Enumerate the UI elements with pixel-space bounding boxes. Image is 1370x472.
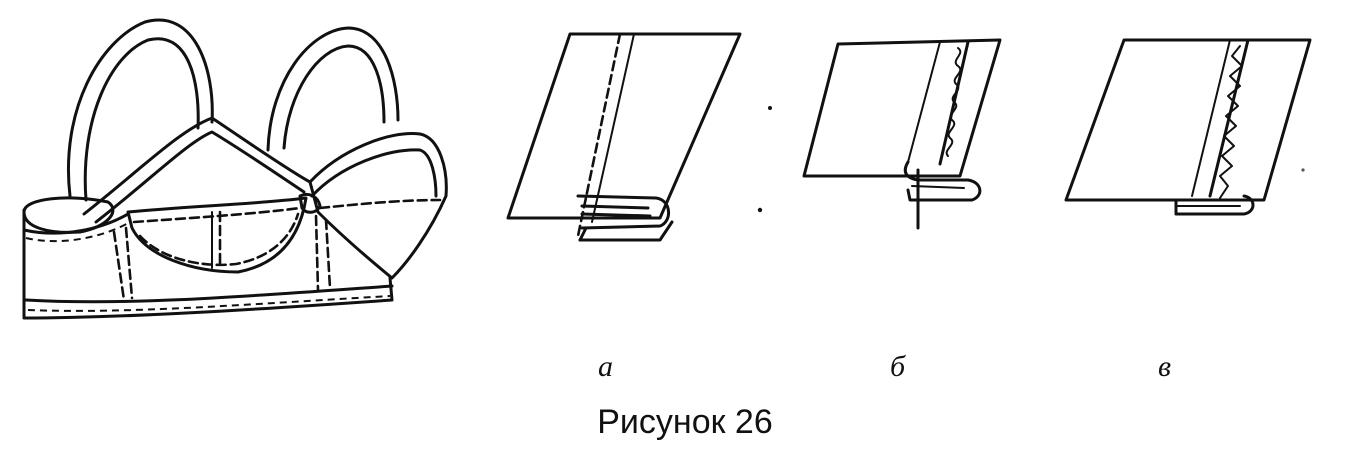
label-b: б: [890, 350, 906, 383]
bra-illustration: [22, 18, 448, 320]
seam-diagram-c: [1064, 38, 1312, 216]
seam-diagram-b: [802, 38, 1002, 230]
scan-specks: [757, 106, 1305, 213]
seam-diagram-a: [506, 32, 742, 242]
label-v: в: [1158, 350, 1172, 383]
label-a: а: [598, 350, 613, 383]
figure-caption: Рисунок 26: [597, 403, 773, 441]
